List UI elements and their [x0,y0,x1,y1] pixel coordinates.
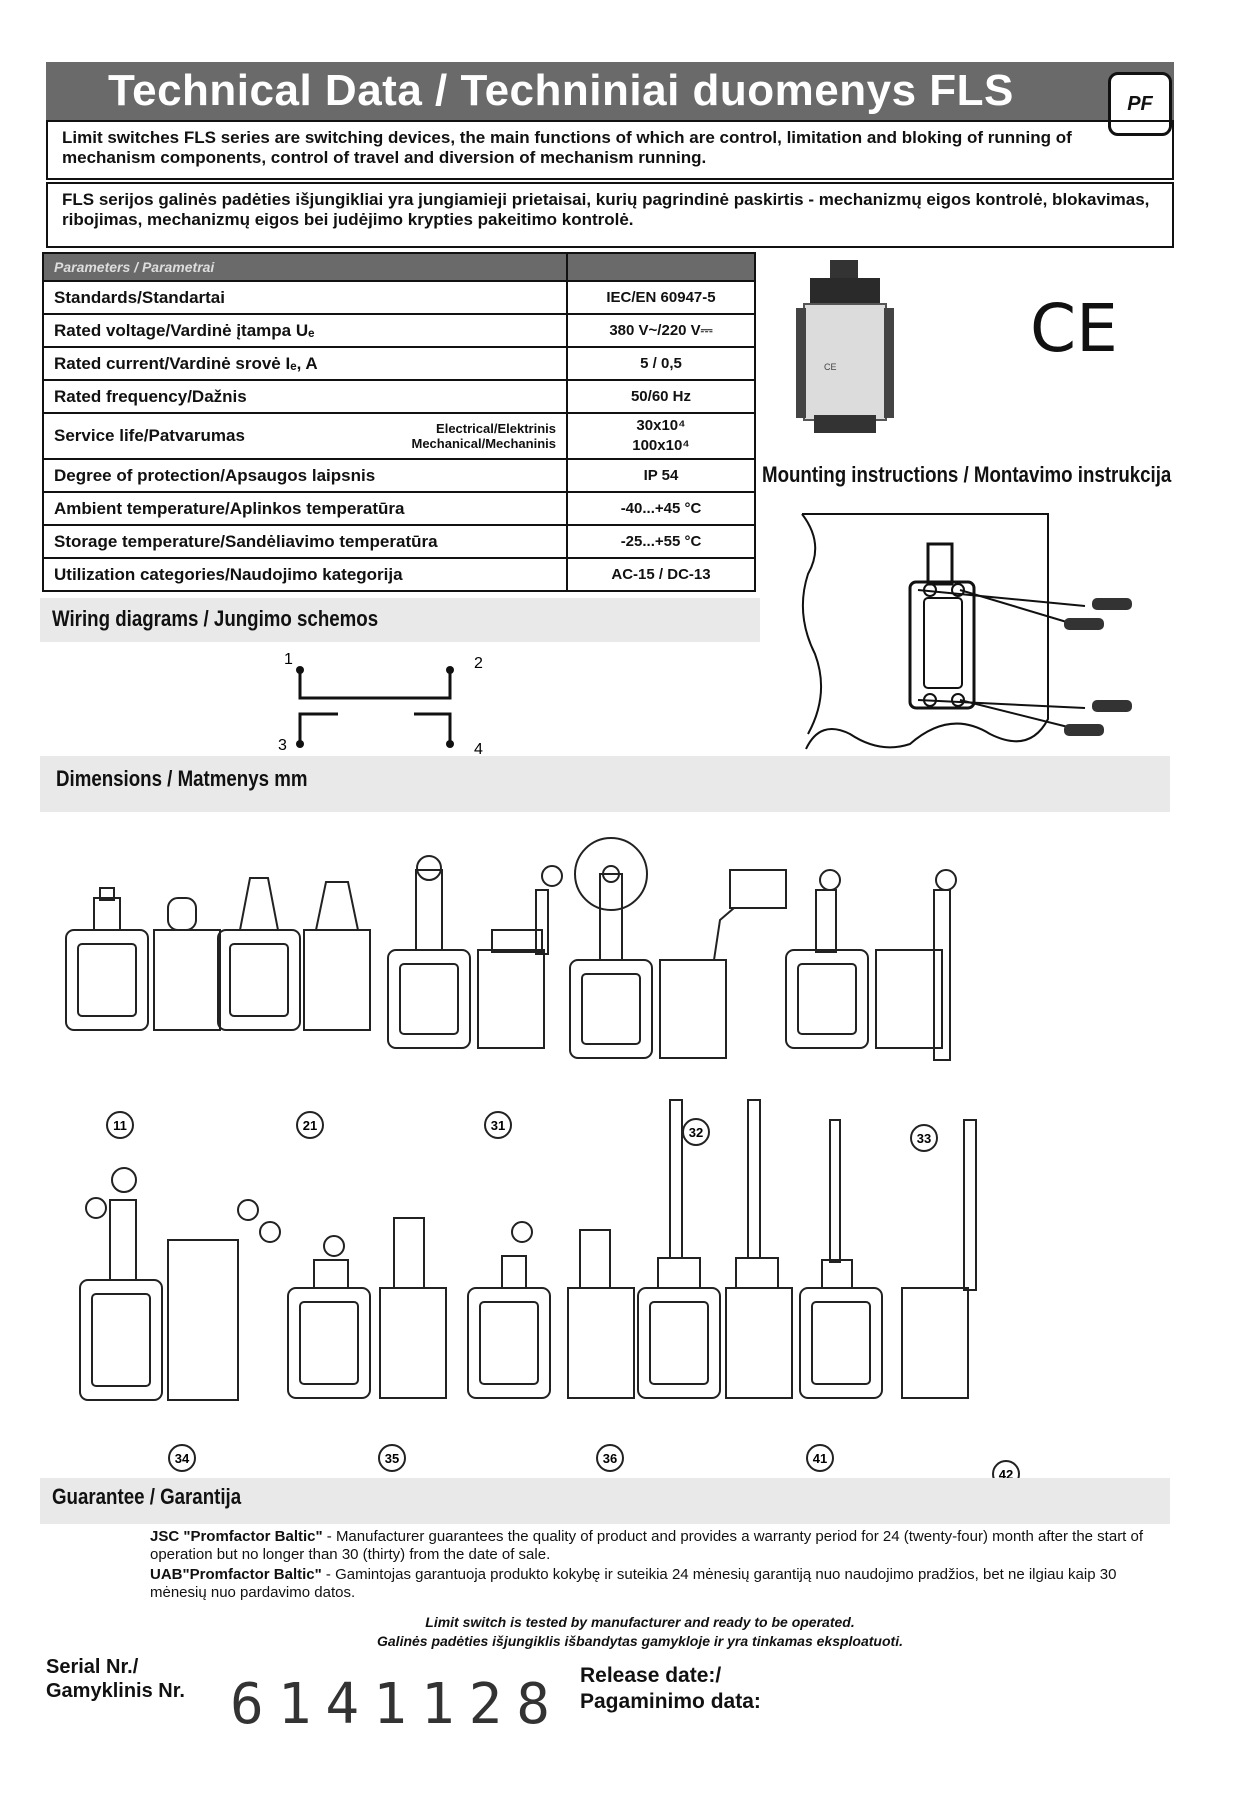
param-value: AC-15 / DC-13 [566,557,756,592]
serial-number: 6141128 [230,1672,565,1737]
company-logo: PF [1108,72,1172,136]
mounting-title: Mounting instructions / Montavimo instru… [762,462,1172,487]
guarantee-company-en: JSC "Promfactor Baltic" [150,1528,323,1545]
param-value: 380 V~/220 V⎓ [566,313,756,348]
guarantee-text: JSC "Promfactor Baltic" - Manufacturer g… [150,1528,1150,1602]
dimensions-strip [40,756,1170,812]
tested-note-lt: Galinės padėties išjungiklis išbandytas … [377,1633,903,1649]
mounting-drawing [801,513,1132,750]
wiring-title: Wiring diagrams / Jungimo schemos [52,606,379,631]
model-32: 32 [689,1125,703,1140]
intro-english: Limit switches FLS series are switching … [46,120,1174,180]
parameters-table: Parameters / Parametrai Standards/Standa… [42,252,756,592]
product-photo: CE [796,260,894,433]
mechanical-label: Mechanical/Mechaninis [411,436,557,451]
serial-label: Serial Nr./ Gamyklinis Nr. [46,1655,185,1703]
parameters-header: Parameters / Parametrai [42,252,568,282]
terminal-1: 1 [284,651,293,668]
guarantee-text-lt: - Gamintojas garantuoja produkto kokybę … [150,1566,1117,1601]
param-value: 5 / 0,5 [566,346,756,381]
serial-label-en: Serial Nr./ [46,1656,139,1678]
title-bar [46,62,1174,120]
terminal-3: 3 [278,737,287,754]
wiring-strip [40,598,760,642]
dimensions-title: Dimensions / Matmenys mm [56,766,308,791]
ce-mark: CE [1030,290,1118,367]
guarantee-strip [40,1478,1170,1524]
service-life-values: 30x10⁴ 100x10⁴ [566,412,756,460]
model-31: 31 [491,1118,505,1133]
model-21: 21 [303,1118,317,1133]
model-36: 36 [603,1451,617,1466]
release-label-en: Release date:/ [580,1664,722,1687]
param-label: Rated current/Vardinė srovė Iₑ, A [42,346,568,381]
service-life-cell: Service life/Patvarumas Electrical/Elekt… [42,412,568,460]
tested-note: Limit switch is tested by manufacturer a… [290,1613,990,1651]
electrical-label: Electrical/Elektrinis [436,421,556,436]
guarantee-text-en: - Manufacturer guarantees the quality of… [150,1528,1144,1563]
param-value: 50/60 Hz [566,379,756,414]
terminal-2: 2 [474,655,483,672]
guarantee-company-lt: UAB"Promfactor Baltic" [150,1566,322,1583]
param-value: -25...+55 °C [566,524,756,559]
param-value: -40...+45 °C [566,491,756,526]
mechanical-value: 100x10⁴ [632,437,690,454]
release-label-lt: Pagaminimo data: [580,1690,761,1713]
model-35: 35 [385,1451,399,1466]
param-value: IEC/EN 60947-5 [566,280,756,315]
intro-lithuanian: FLS serijos galinės padėties išjungiklia… [46,182,1174,248]
param-value: IP 54 [566,458,756,493]
model-41: 41 [813,1451,827,1466]
page-title: Technical Data / Techniniai duomenys FLS [108,66,1014,115]
param-label: Rated voltage/Vardinė įtampa Uₑ [42,313,568,348]
param-label: Standards/Standartai [42,280,568,315]
param-label: Utilization categories/Naudojimo kategor… [42,557,568,592]
electrical-value: 30x10⁴ [636,417,686,434]
svg-text:CE: CE [824,362,837,372]
model-33: 33 [917,1131,931,1146]
guarantee-title: Guarantee / Garantija [52,1484,242,1509]
param-label: Rated frequency/Dažnis [42,379,568,414]
param-label: Storage temperature/Sandėliavimo tempera… [42,524,568,559]
serial-label-lt: Gamyklinis Nr. [46,1680,185,1702]
terminal-4: 4 [474,741,483,758]
tested-note-en: Limit switch is tested by manufacturer a… [425,1614,855,1630]
dimension-drawings: 11 21 31 32 33 34 35 36 41 42 [65,837,1020,1488]
wiring-diagram: 1 2 3 4 [278,651,483,758]
model-34: 34 [175,1451,190,1466]
model-11: 11 [113,1118,127,1133]
service-life-label: Service life/Patvarumas [54,426,245,445]
param-label: Ambient temperature/Aplinkos temperatūra [42,491,568,526]
release-date-label: Release date:/ Pagaminimo data: [580,1663,761,1715]
param-label: Degree of protection/Apsaugos laipsnis [42,458,568,493]
